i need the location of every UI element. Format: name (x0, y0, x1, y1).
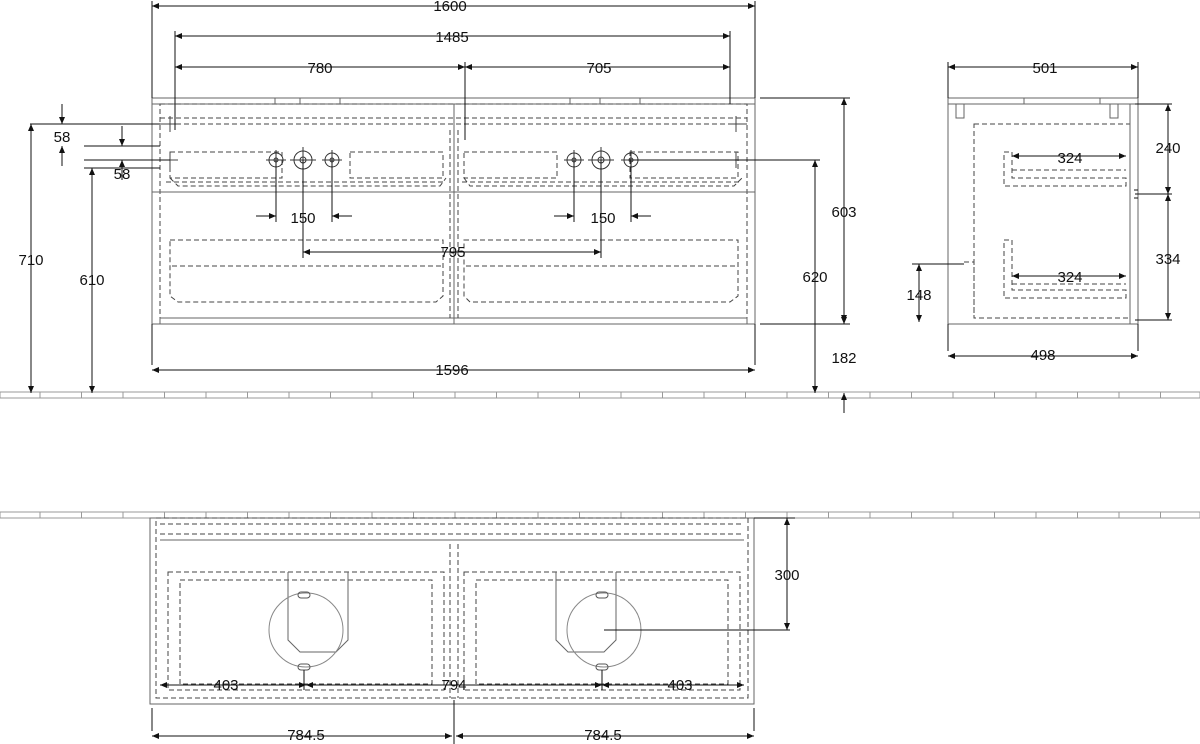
dim-610: 610 (79, 272, 104, 289)
dim-150-right: 150 (590, 210, 615, 227)
dimension-labels: 1600 1485 780 705 58 58 710 610 150 150 … (18, 0, 1180, 744)
dim-334: 334 (1155, 251, 1180, 268)
dim-784-5-left: 784.5 (287, 727, 325, 744)
dim-795: 795 (440, 244, 465, 261)
dim-403-right: 403 (667, 677, 692, 694)
dim-1600: 1600 (433, 0, 466, 15)
dim-1596: 1596 (435, 362, 468, 379)
dim-1485: 1485 (435, 29, 468, 46)
dim-300: 300 (774, 567, 799, 584)
dim-148: 148 (906, 287, 931, 304)
plan-view (149, 517, 790, 705)
dim-324-top: 324 (1057, 150, 1082, 167)
dim-780: 780 (307, 60, 332, 77)
dim-784-5-right: 784.5 (584, 727, 622, 744)
dim-324-bottom: 324 (1057, 269, 1082, 286)
dim-620: 620 (802, 269, 827, 286)
dim-705: 705 (586, 60, 611, 77)
dim-710: 710 (18, 252, 43, 269)
dimension-lines (28, 1, 1172, 744)
floor-line-top (0, 391, 1200, 399)
dim-501: 501 (1032, 60, 1057, 77)
dim-58-a: 58 (54, 129, 71, 146)
dim-240: 240 (1155, 140, 1180, 157)
dim-58-b: 58 (114, 166, 131, 183)
dim-403-left: 403 (213, 677, 238, 694)
dim-150-left: 150 (290, 210, 315, 227)
side-view (947, 97, 1139, 325)
floor-line-bottom (0, 511, 1200, 519)
front-view (151, 97, 820, 325)
dim-794: 794 (441, 677, 466, 694)
dim-182: 182 (831, 350, 856, 367)
dim-603: 603 (831, 204, 856, 221)
dim-498: 498 (1030, 347, 1055, 364)
